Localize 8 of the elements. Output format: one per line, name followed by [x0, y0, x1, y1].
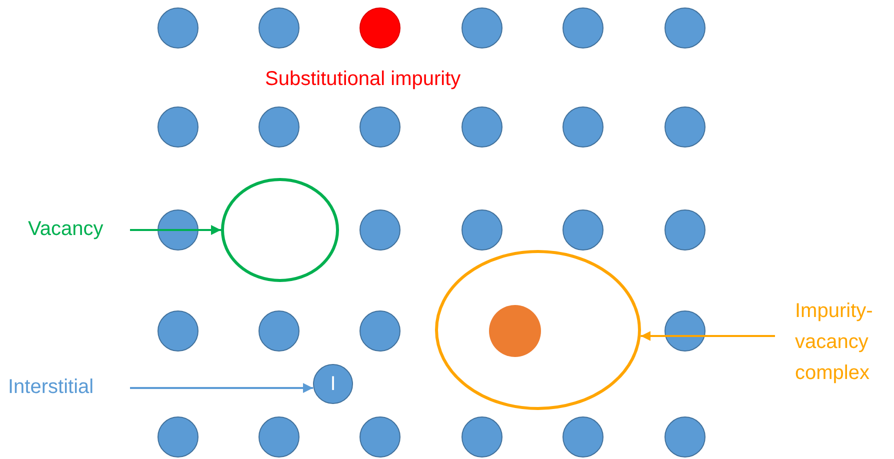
defect-label: Impurity-vacancy complex: [795, 299, 874, 386]
arrow: [130, 383, 313, 393]
defect-label: Vacancy: [28, 217, 104, 242]
interstitial-atom: I: [313, 364, 353, 404]
arrow: [130, 225, 221, 235]
defect-label: Interstitial: [8, 375, 95, 400]
arrow: [640, 331, 775, 341]
defect-label: Substitutional impurity: [265, 68, 461, 91]
